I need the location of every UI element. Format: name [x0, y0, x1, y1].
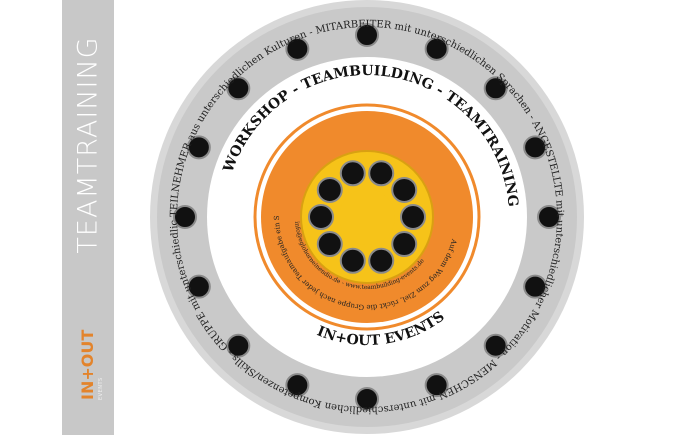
logo-subtext: EVENTS	[98, 377, 104, 400]
inner-dot	[391, 176, 418, 203]
inner-dot	[339, 160, 366, 187]
yellow-center	[339, 189, 395, 245]
outer-dot	[173, 205, 197, 229]
inner-dot	[308, 204, 334, 230]
inner-dots	[308, 160, 426, 274]
sidebar-title: TEAMTRAINING	[72, 36, 104, 254]
inner-dot	[368, 160, 395, 187]
outer-dot	[285, 36, 310, 61]
inner-dot	[339, 247, 366, 274]
outer-dot	[226, 333, 251, 358]
outer-dot	[424, 373, 449, 398]
outer-dot	[355, 23, 379, 47]
inner-dot	[391, 231, 418, 258]
in-out-events-logo: IN+OUT EVENTS	[76, 300, 104, 400]
outer-dot	[355, 387, 379, 411]
outer-dot	[523, 135, 548, 160]
outer-dot	[226, 76, 251, 101]
outer-dot	[285, 373, 310, 398]
outer-dot	[537, 205, 561, 229]
sidebar-panel: TEAMTRAINING IN+OUT EVENTS	[62, 0, 114, 435]
outer-dot	[523, 274, 548, 299]
inner-dot	[316, 176, 343, 203]
outer-dots	[173, 23, 561, 411]
outer-dot	[186, 135, 211, 160]
inner-dot	[368, 247, 395, 274]
logo-text: IN+OUT	[78, 329, 97, 400]
teamtraining-disc: TEILNEHMER aus unterschiedlichen Kulture…	[150, 0, 584, 434]
inner-dot	[400, 204, 426, 230]
outer-dot	[483, 76, 508, 101]
outer-dot	[186, 274, 211, 299]
inner-dot	[316, 231, 343, 258]
outer-dot	[483, 333, 508, 358]
outer-dot	[424, 36, 449, 61]
